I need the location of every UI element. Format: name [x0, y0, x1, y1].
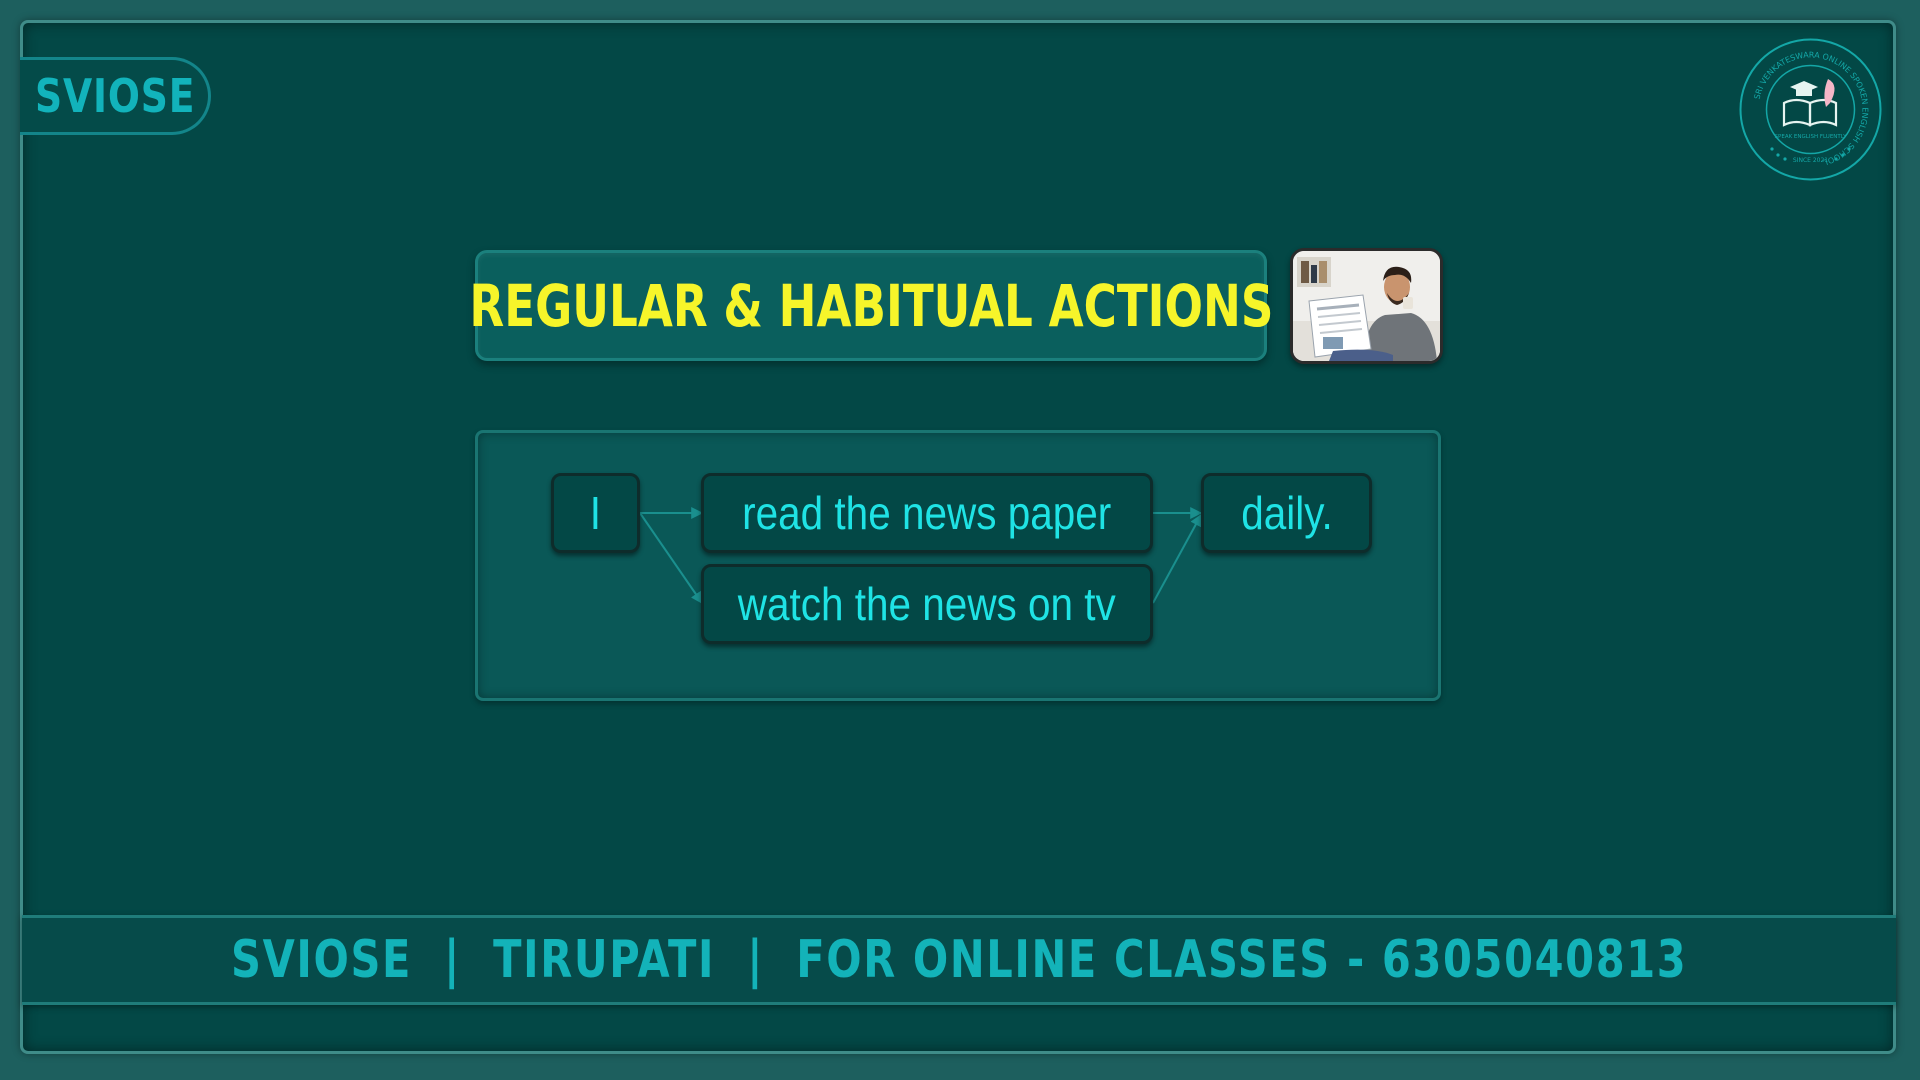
seal-tagline: SPEAK ENGLISH FLUENTLY	[1775, 134, 1848, 140]
subject-word-box: I	[551, 473, 640, 553]
verb-phrase-2: watch the news on tv	[737, 578, 1117, 630]
adverb-word: daily.	[1240, 487, 1333, 539]
verb-phrase-box-1: read the news paper	[701, 473, 1153, 553]
footer-banner: SVIOSE | TIRUPATI | FOR ONLINE CLASSES -…	[22, 915, 1896, 1005]
school-seal-logo: SRI VENKATESWARA ONLINE SPOKEN ENGLISH S…	[1739, 38, 1882, 181]
book-graduation-cap-feather-icon	[1782, 79, 1838, 127]
seal-since: SINCE 2021	[1793, 157, 1828, 164]
brand-label: SVIOSE	[35, 69, 196, 123]
verb-phrase-box-2: watch the news on tv	[701, 564, 1153, 644]
seal-stars	[1770, 147, 1851, 161]
topic-title: REGULAR & HABITUAL ACTIONS	[468, 271, 1274, 340]
verb-phrase-1: read the news paper	[742, 487, 1112, 539]
adverb-word-box: daily.	[1201, 473, 1372, 553]
topic-title-box: REGULAR & HABITUAL ACTIONS	[469, 250, 1273, 361]
man-reading-newspaper-photo	[1290, 248, 1443, 364]
footer-contact-text: SVIOSE | TIRUPATI | FOR ONLINE CLASSES -…	[230, 930, 1688, 990]
photo-illustration	[1293, 251, 1440, 361]
subject-word: I	[589, 487, 602, 539]
brand-tab: SVIOSE	[20, 57, 211, 135]
